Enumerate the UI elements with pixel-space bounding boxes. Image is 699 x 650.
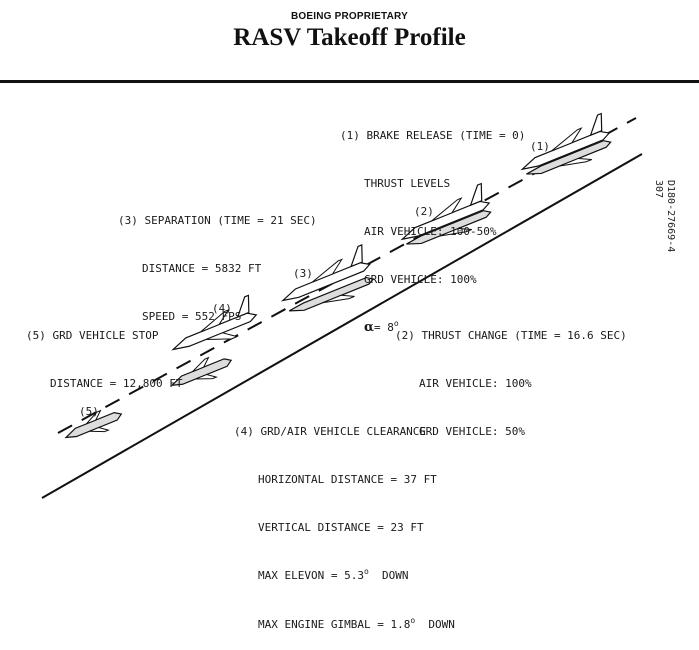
marker-2: (2)	[414, 205, 434, 218]
elevon-degree: o	[363, 567, 369, 576]
air-vehicle-thrust: AIR VEHICLE: 100-50%	[364, 225, 497, 238]
alpha-symbol: α	[364, 320, 375, 335]
clearance-horizontal: HORIZONTAL DISTANCE = 37 FT	[258, 473, 437, 486]
gimbal-value: MAX ENGINE GIMBAL = 1.8	[258, 618, 411, 631]
page-title: RASV Takeoff Profile	[233, 24, 466, 51]
brake-release-heading: (1) BRAKE RELEASE (TIME = 0)	[340, 129, 526, 142]
marker-3: (3)	[293, 267, 313, 280]
gimbal-degree: o	[410, 616, 416, 625]
thrust-change-air: AIR VEHICLE: 100%	[419, 377, 532, 390]
separation-note: (3) SEPARATION (TIME = 21 SEC) DISTANCE …	[118, 181, 317, 341]
elevon-value: MAX ELEVON = 5.3	[258, 569, 364, 582]
thrust-change-grd: GRD VEHICLE: 50%	[419, 425, 525, 438]
grd-stop-heading: (5) GRD VEHICLE STOP	[26, 329, 159, 342]
aircraft-2-mated	[400, 182, 492, 245]
header-rule	[0, 80, 699, 83]
grd-stop-note: (5) GRD VEHICLE STOP DISTANCE = 12,800 F…	[26, 296, 182, 408]
grd-stop-distance: DISTANCE = 12,800 FT	[50, 377, 183, 390]
brake-release-note: (1) BRAKE RELEASE (TIME = 0) THRUST LEVE…	[340, 96, 525, 353]
clearance-heading: (4) GRD/AIR VEHICLE CLEARANCE	[234, 425, 427, 438]
alpha-line: α= 8o	[340, 319, 525, 337]
aircraft-3-separating	[280, 244, 375, 312]
alpha-degree: o	[393, 319, 399, 328]
clearance-note: (4) GRD/AIR VEHICLE CLEARANCE HORIZONTAL…	[234, 392, 455, 650]
clearance-gimbal: MAX ENGINE GIMBAL = 1.8o DOWN	[234, 616, 455, 634]
thrust-levels-label: THRUST LEVELS	[364, 177, 451, 190]
clearance-elevon: MAX ELEVON = 5.3o DOWN	[234, 567, 455, 585]
document-number-line1: D180-27669-4	[665, 180, 676, 253]
marker-4: (4)	[212, 302, 232, 315]
separation-speed: SPEED = 552 FPS	[142, 310, 242, 323]
separation-heading: (3) SEPARATION (TIME = 21 SEC)	[118, 214, 317, 227]
ground-vehicle-5	[64, 409, 123, 439]
marker-5: (5)	[79, 405, 99, 418]
thrust-change-heading: (2) THRUST CHANGE (TIME = 16.6 SEC)	[395, 329, 627, 342]
ground-vehicle-4	[170, 356, 233, 386]
aircraft-1-mated	[520, 112, 612, 175]
proprietary-label: BOEING PROPRIETARY	[291, 11, 408, 22]
runway-line	[41, 153, 643, 499]
marker-1: (1)	[530, 140, 550, 153]
clearance-vertical: VERTICAL DISTANCE = 23 FT	[258, 521, 424, 534]
aircraft-4-air-vehicle	[171, 294, 258, 351]
grd-vehicle-thrust: GRD VEHICLE: 100%	[364, 273, 477, 286]
alpha-value: = 8	[374, 321, 394, 334]
document-number-line2: 307	[653, 180, 664, 199]
takeoff-diagram	[41, 112, 643, 499]
thrust-change-note: (2) THRUST CHANGE (TIME = 16.6 SEC) AIR …	[395, 296, 627, 456]
elevon-direction: DOWN	[368, 569, 409, 582]
gimbal-direction: DOWN	[415, 618, 455, 631]
separation-distance: DISTANCE = 5832 FT	[142, 262, 262, 275]
